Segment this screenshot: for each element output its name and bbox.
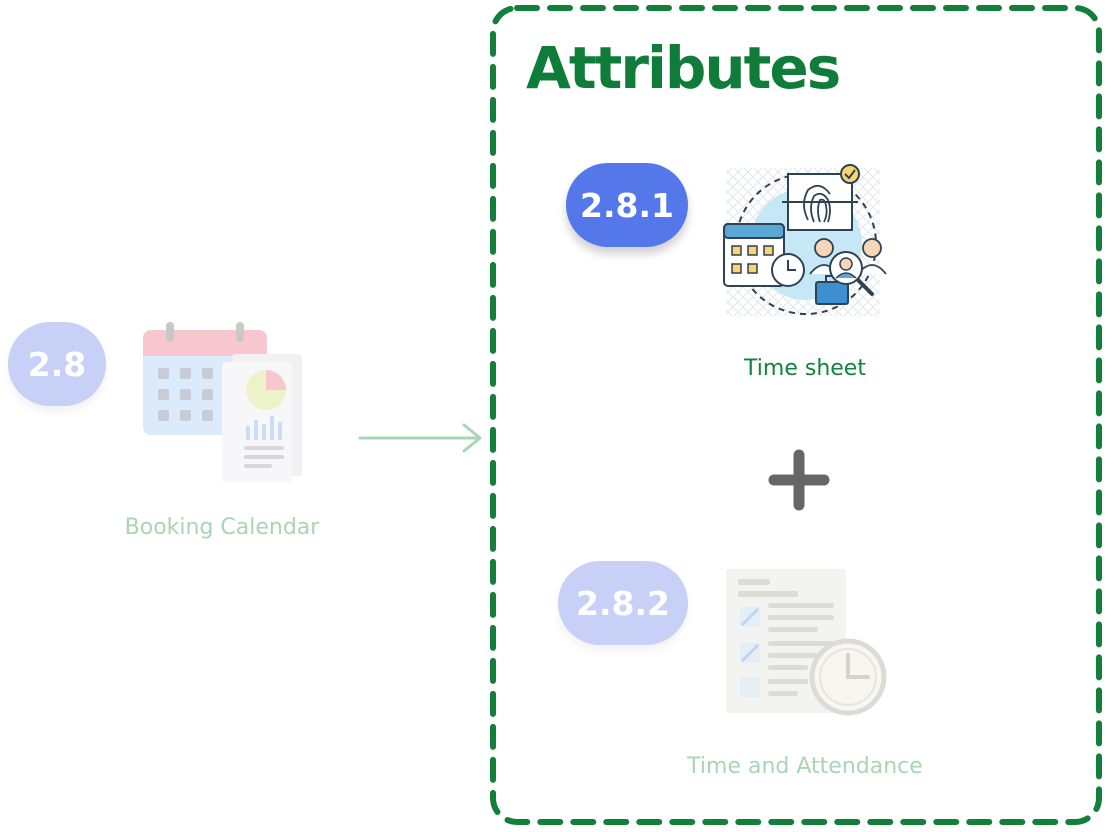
plus-icon bbox=[768, 449, 830, 511]
step-badge-2-8-1: 2.8.1 bbox=[566, 163, 688, 247]
time-sheet-icon bbox=[723, 164, 887, 316]
time-and-attendance-icon bbox=[726, 569, 887, 716]
step-badge-2-8-2: 2.8.2 bbox=[558, 561, 688, 645]
time-sheet-label: Time sheet bbox=[744, 356, 866, 381]
booking-calendar-label: Booking Calendar bbox=[124, 515, 320, 540]
booking-calendar-icon bbox=[143, 322, 302, 482]
time-and-attendance-label: Time and Attendance bbox=[687, 754, 923, 779]
attributes-group-frame bbox=[490, 5, 1102, 825]
step-badge-2-8: 2.8 bbox=[8, 322, 106, 406]
arrow-right-icon bbox=[358, 423, 482, 453]
attributes-title: Attributes bbox=[526, 34, 841, 102]
